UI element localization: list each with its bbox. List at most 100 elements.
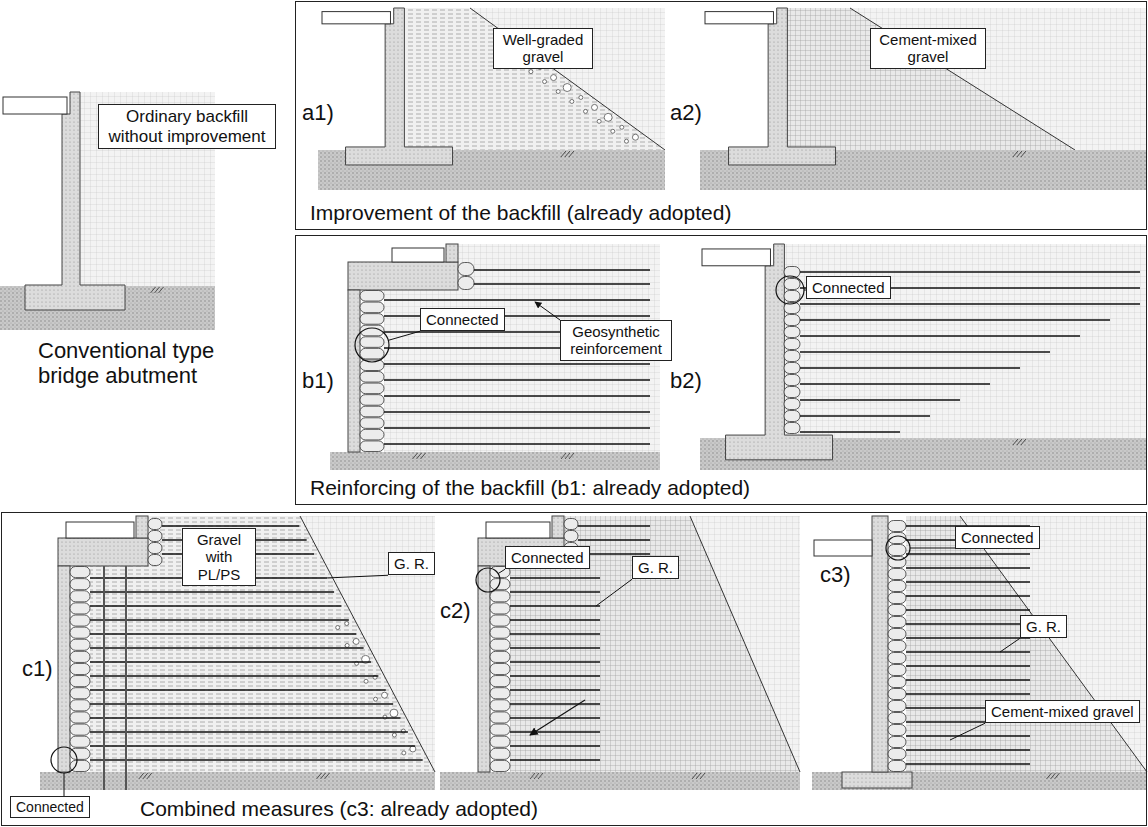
- sandbag: [784, 399, 800, 410]
- gravel-pebble: [382, 692, 388, 698]
- ground-hatch: [159, 287, 164, 293]
- sandbag: [888, 581, 906, 592]
- geosynthetic-reinforcement: [90, 759, 423, 761]
- geosynthetic-reinforcement: [800, 271, 1140, 273]
- geosynthetic-reinforcement: [384, 379, 650, 381]
- geosynthetic-reinforcement: [510, 745, 600, 747]
- abutment: [346, 8, 453, 165]
- figure-tag: a1): [300, 100, 336, 125]
- label-box: Cement-mixed gravel: [985, 700, 1140, 723]
- sandbag: [888, 629, 906, 640]
- figure-tag: c1): [20, 656, 55, 681]
- illustration: [0, 8, 1147, 796]
- gravel-pebble: [556, 90, 560, 94]
- label-box: Cement-mixed gravel: [870, 28, 986, 69]
- backwall: [552, 516, 564, 538]
- geosynthetic-reinforcement: [906, 665, 1030, 667]
- sandbag: [490, 712, 510, 723]
- sandbag: [360, 395, 384, 406]
- geosynthetic-reinforcement: [800, 335, 1080, 337]
- cement-zone: [906, 516, 1147, 772]
- gravel-pebble: [551, 75, 557, 81]
- geosynthetic-reinforcement: [800, 415, 930, 417]
- gravel-pebble: [374, 697, 378, 701]
- geosynthetic-reinforcement: [510, 619, 600, 621]
- panel-caption: Combined measures (c3: already adopted): [140, 797, 1146, 821]
- sandbag: [888, 749, 906, 760]
- gravel-pebble: [529, 70, 533, 74]
- sandbag: [490, 591, 510, 602]
- sandbag: [360, 383, 384, 394]
- ground-hatch: [569, 453, 574, 459]
- bridge-deck: [705, 12, 773, 24]
- geosynthetic-reinforcement: [384, 411, 650, 413]
- sandbag: [360, 429, 384, 440]
- geosynthetic-reinforcement: [906, 581, 1030, 583]
- sandbag: [490, 663, 510, 674]
- sandbag: [784, 315, 800, 326]
- sandbag: [70, 688, 90, 699]
- geosynthetic-reinforcement: [510, 759, 600, 761]
- ground-hatch: [700, 773, 705, 779]
- gravel-pebble: [597, 119, 601, 123]
- geosynthetic-reinforcement: [90, 619, 349, 621]
- box-label: Geosynthetic reinforcement: [566, 323, 666, 358]
- geosynthetic-reinforcement: [578, 525, 650, 527]
- geosynthetic-reinforcement: [906, 623, 1030, 625]
- measure-panel: Combined measures (c3: already adopted) G…: [1, 512, 1147, 826]
- geosynthetic-reinforcement: [384, 395, 650, 397]
- sandbag: [70, 712, 90, 723]
- geosynthetic-reinforcement: [906, 735, 1030, 737]
- sandbag: [70, 736, 90, 747]
- sandbag: [360, 314, 384, 325]
- ground-hatch: [147, 773, 152, 779]
- sandbag: [360, 418, 384, 429]
- figure-tag: b1): [300, 368, 336, 393]
- backfill: [906, 516, 1147, 772]
- figure-tag: c2): [438, 598, 473, 623]
- geosynthetic-reinforcement: [510, 661, 600, 663]
- sandbag: [784, 327, 800, 338]
- bridge-deck: [3, 97, 67, 114]
- sandbag: [888, 593, 906, 604]
- connection-circle: [776, 276, 804, 304]
- geosynthetic-reinforcement: [384, 363, 650, 365]
- backwall: [446, 244, 458, 262]
- sandbag: [784, 279, 800, 290]
- sandbag: [458, 277, 474, 290]
- sandbag: [70, 591, 90, 602]
- gravel-pebble: [345, 622, 349, 626]
- sandbag: [70, 663, 90, 674]
- gravel-pebble: [632, 134, 638, 140]
- label-box: Connected: [505, 546, 590, 569]
- label-box: G. R.: [1020, 615, 1067, 638]
- gravel-pebble: [402, 751, 406, 755]
- sandbag: [888, 569, 906, 580]
- geosynthetic-reinforcement: [906, 763, 1030, 765]
- geosynthetic-reinforcement: [384, 443, 650, 445]
- figure-tag: a2): [668, 100, 704, 125]
- box-label: Gravel with PL/PS: [188, 531, 250, 583]
- gravel-pebble: [611, 129, 615, 133]
- leader-line: [596, 579, 632, 606]
- sandbag: [360, 348, 384, 359]
- cement-zone: [787, 8, 1075, 150]
- sandbag: [360, 337, 384, 348]
- box-label: Connected: [961, 529, 1034, 546]
- sandbag: [784, 363, 800, 374]
- measure-panel: Improvement of the backfill (already ado…: [295, 1, 1147, 230]
- slope-line: [690, 516, 800, 772]
- gravel-pebble: [579, 95, 583, 99]
- sandbag: [490, 651, 510, 662]
- sandbag: [564, 531, 578, 542]
- gravel-pebble: [392, 733, 396, 737]
- sandbag: [70, 639, 90, 650]
- sandbag: [888, 617, 906, 628]
- geosynthetic-reinforcement: [906, 637, 1030, 639]
- figure-tag: b2): [668, 368, 704, 393]
- leader-line: [498, 569, 505, 573]
- sandbag: [784, 291, 800, 302]
- geosynthetic-reinforcement: [384, 299, 650, 301]
- abutment-wall: [872, 516, 888, 772]
